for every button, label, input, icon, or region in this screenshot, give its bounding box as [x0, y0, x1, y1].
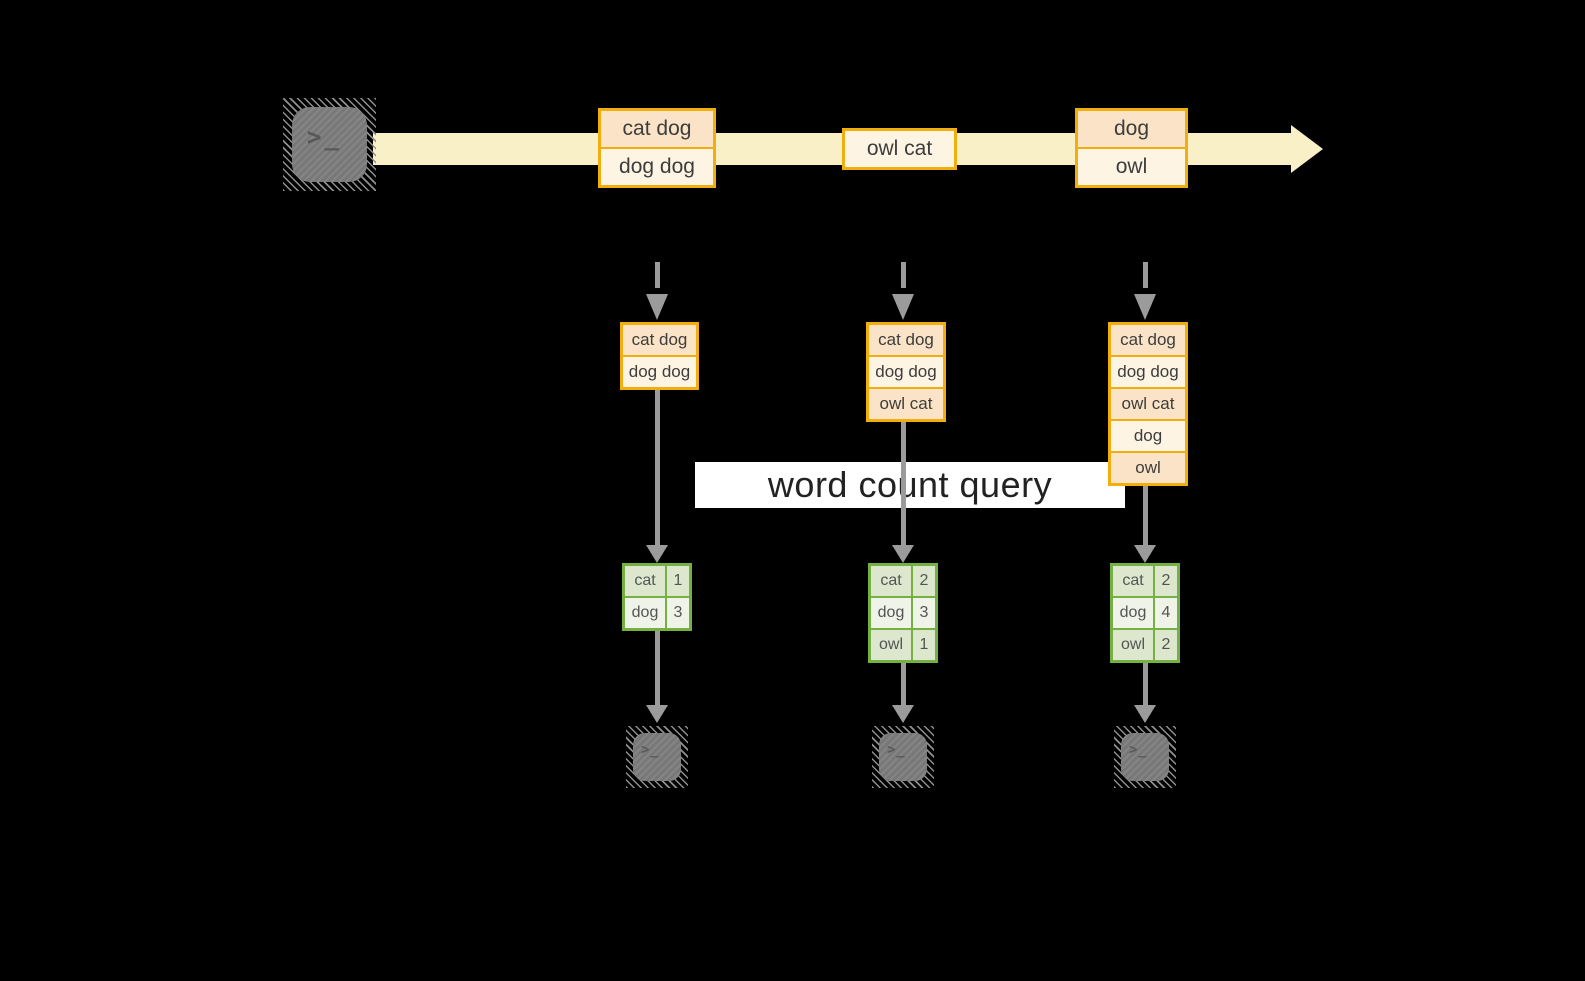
buffer-record: owl cat	[869, 389, 943, 419]
down-arrowhead-icon	[646, 705, 668, 723]
buffer-record: owl	[1111, 453, 1185, 483]
stream-record: dog	[1078, 111, 1185, 147]
count-table-t3: cat 2 dog 4 owl 2	[1110, 563, 1180, 663]
arrow-line	[655, 631, 660, 705]
input-buffer-t3: cat dog dog dog owl cat dog owl	[1108, 322, 1188, 486]
count-cell: 4	[1155, 598, 1177, 628]
down-arrowhead-icon	[1134, 294, 1156, 320]
input-buffer-t1: cat dog dog dog	[620, 322, 699, 390]
stream-record: cat dog	[601, 111, 713, 147]
buffer-record: cat dog	[623, 325, 696, 355]
arrow-line	[1143, 663, 1148, 705]
down-arrowhead-icon	[1134, 705, 1156, 723]
buffer-record: cat dog	[869, 325, 943, 355]
source-terminal-icon: >_	[283, 98, 376, 191]
down-arrowhead-icon	[646, 294, 668, 320]
sink-terminal-icon-t3: >_	[1114, 726, 1176, 788]
word-cell: cat	[625, 566, 665, 596]
count-cell: 3	[913, 598, 935, 628]
word-cell: owl	[1113, 630, 1153, 660]
terminal-prompt-glyph: >_	[307, 123, 342, 151]
stream-arrowhead	[1291, 125, 1323, 173]
query-banner-label: word count query	[767, 464, 1053, 505]
terminal-icon-body: >_	[292, 107, 367, 182]
down-arrowhead-icon	[646, 545, 668, 563]
query-banner: word count query	[695, 462, 1125, 508]
word-cell: dog	[625, 598, 665, 628]
count-cell: 2	[1155, 630, 1177, 660]
down-arrowhead-icon	[892, 294, 914, 320]
word-cell: dog	[1113, 598, 1153, 628]
terminal-icon-body: >_	[1121, 733, 1169, 781]
count-cell: 3	[667, 598, 689, 628]
dashed-arrow-segment	[1143, 262, 1148, 288]
sink-terminal-icon-t1: >_	[626, 726, 688, 788]
arrow-line	[901, 422, 906, 545]
stream-batch-1: cat dog dog dog	[598, 108, 716, 188]
arrow-line	[901, 663, 906, 705]
input-buffer-t2: cat dog dog dog owl cat	[866, 322, 946, 422]
down-arrowhead-icon	[1134, 545, 1156, 563]
buffer-record: dog dog	[623, 357, 696, 387]
dashed-arrow-segment	[901, 262, 906, 288]
word-cell: cat	[1113, 566, 1153, 596]
buffer-record: dog dog	[869, 357, 943, 387]
word-cell: dog	[871, 598, 911, 628]
buffer-record: cat dog	[1111, 325, 1185, 355]
buffer-record: dog dog	[1111, 357, 1185, 387]
terminal-prompt-glyph: >_	[887, 742, 906, 758]
arrow-line	[1143, 486, 1148, 545]
terminal-prompt-glyph: >_	[641, 742, 660, 758]
stream-record: owl	[1078, 149, 1185, 185]
sink-terminal-icon-t2: >_	[872, 726, 934, 788]
count-cell: 2	[913, 566, 935, 596]
count-cell: 1	[913, 630, 935, 660]
buffer-record: dog	[1111, 421, 1185, 451]
stream-batch-2: owl cat	[842, 128, 957, 170]
count-table-t1: cat 1 dog 3	[622, 563, 692, 631]
dashed-arrow-segment	[655, 262, 660, 288]
word-cell: cat	[871, 566, 911, 596]
count-table-t2: cat 2 dog 3 owl 1	[868, 563, 938, 663]
count-cell: 1	[667, 566, 689, 596]
stream-record: owl cat	[845, 131, 954, 167]
count-cell: 2	[1155, 566, 1177, 596]
terminal-prompt-glyph: >_	[1129, 742, 1148, 758]
down-arrowhead-icon	[892, 545, 914, 563]
arrow-line	[655, 390, 660, 545]
buffer-record: owl cat	[1111, 389, 1185, 419]
stream-batch-3: dog owl	[1075, 108, 1188, 188]
word-cell: owl	[871, 630, 911, 660]
stream-record: dog dog	[601, 149, 713, 185]
terminal-icon-body: >_	[633, 733, 681, 781]
terminal-icon-body: >_	[879, 733, 927, 781]
down-arrowhead-icon	[892, 705, 914, 723]
